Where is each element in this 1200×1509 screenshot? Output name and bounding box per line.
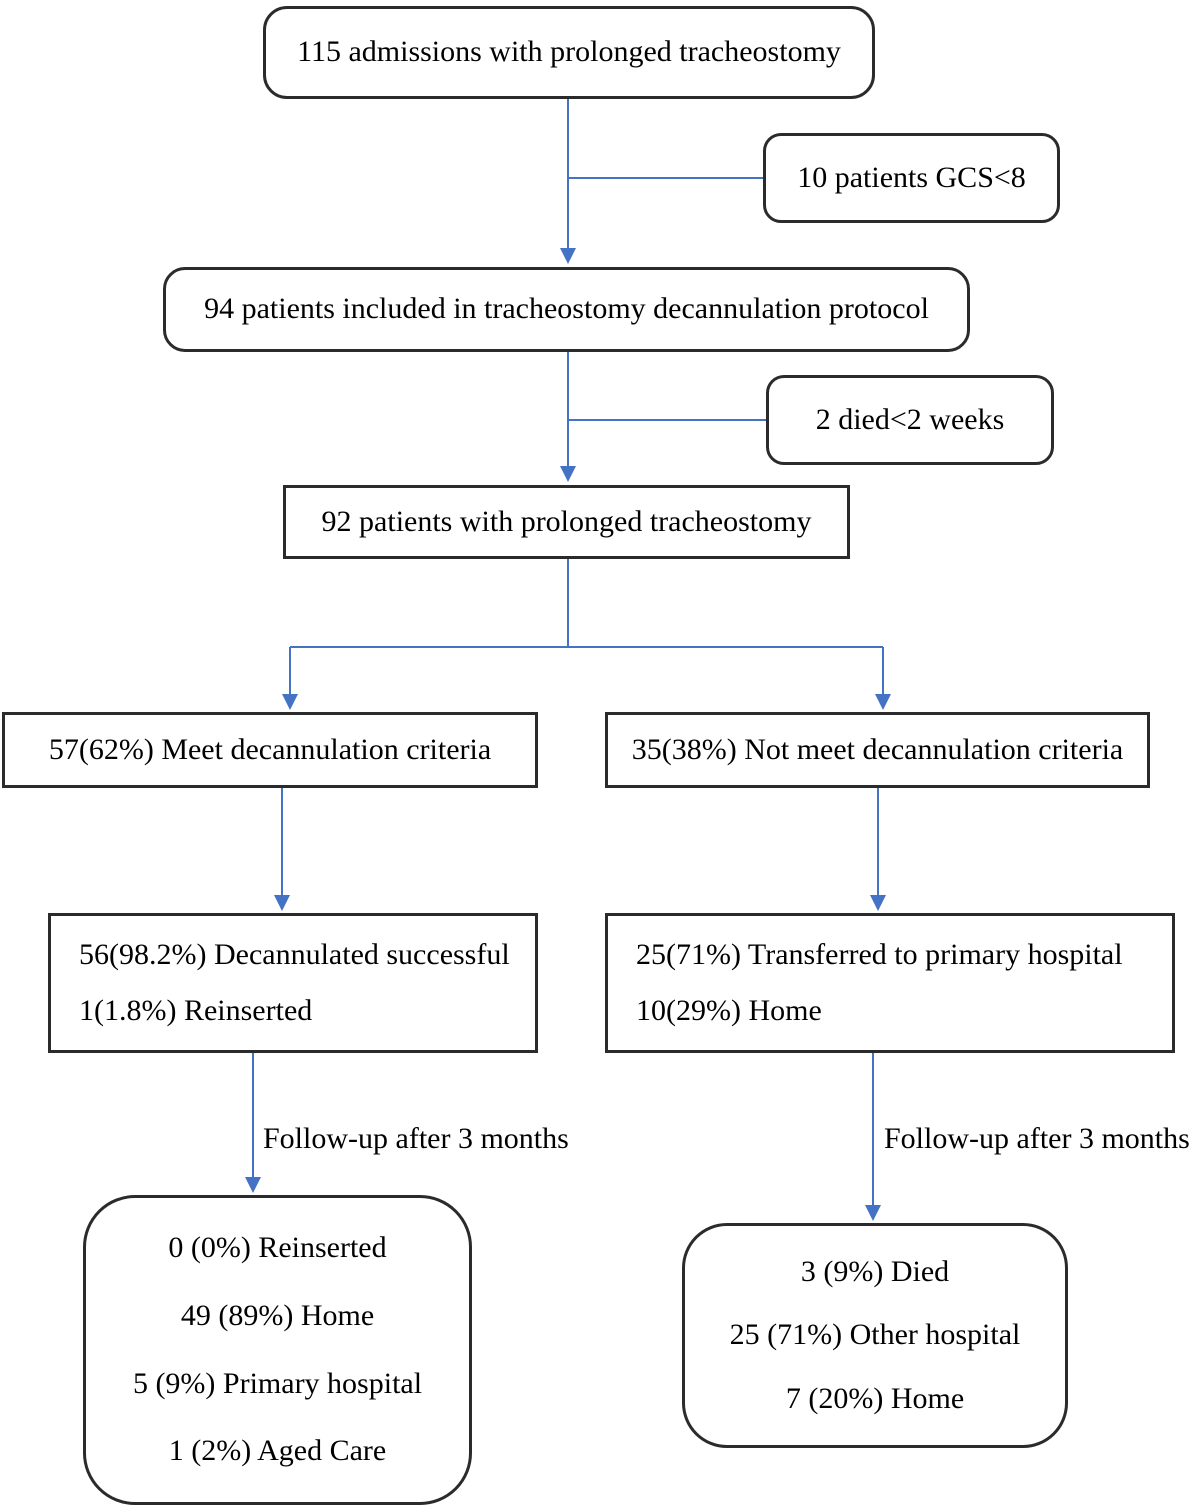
- node-decannulated: 56(98.2%) Decannulated successful 1(1.8%…: [48, 913, 538, 1053]
- node-followup-left-line-2: 49 (89%) Home: [180, 1298, 375, 1332]
- node-meet-criteria: 57(62%) Meet decannulation criteria: [2, 712, 538, 788]
- node-died-exclusion: 2 died<2 weeks: [766, 375, 1054, 465]
- node-followup-left-line-1: 0 (0%) Reinserted: [168, 1231, 387, 1265]
- node-followup-right-line-2: 25 (71%) Other hospital: [729, 1318, 1021, 1352]
- node-followup-right: 3 (9%) Died 25 (71%) Other hospital 7 (2…: [682, 1223, 1068, 1448]
- node-prolonged-text: 92 patients with prolonged tracheostomy: [321, 504, 812, 538]
- followup-label-right: Follow-up after 3 months: [884, 1122, 1190, 1155]
- node-gcs-exclusion: 10 patients GCS<8: [763, 133, 1060, 223]
- node-followup-left-line-4: 1 (2%) Aged Care: [168, 1434, 387, 1468]
- node-admissions-text: 115 admissions with prolonged tracheosto…: [297, 35, 841, 69]
- node-protocol: 94 patients included in tracheostomy dec…: [163, 267, 970, 352]
- node-gcs-exclusion-text: 10 patients GCS<8: [797, 160, 1026, 194]
- node-prolonged: 92 patients with prolonged tracheostomy: [283, 485, 850, 559]
- node-transferred-line-2: 10(29%) Home: [636, 993, 822, 1027]
- node-died-exclusion-text: 2 died<2 weeks: [815, 402, 1005, 436]
- node-meet-criteria-text: 57(62%) Meet decannulation criteria: [48, 732, 492, 766]
- node-transferred: 25(71%) Transferred to primary hospital …: [605, 913, 1175, 1053]
- node-protocol-text: 94 patients included in tracheostomy dec…: [204, 292, 929, 326]
- node-followup-right-line-3: 7 (20%) Home: [785, 1381, 965, 1415]
- node-followup-right-line-1: 3 (9%) Died: [800, 1254, 950, 1288]
- node-not-meet-criteria-text: 35(38%) Not meet decannulation criteria: [631, 732, 1124, 766]
- node-decannulated-line-2: 1(1.8%) Reinserted: [79, 993, 313, 1027]
- node-followup-left: 0 (0%) Reinserted 49 (89%) Home 5 (9%) P…: [83, 1195, 472, 1505]
- followup-label-left: Follow-up after 3 months: [263, 1122, 569, 1155]
- node-transferred-line-1: 25(71%) Transferred to primary hospital: [636, 937, 1123, 971]
- node-followup-left-line-3: 5 (9%) Primary hospital: [132, 1366, 423, 1400]
- node-decannulated-line-1: 56(98.2%) Decannulated successful: [79, 937, 510, 971]
- node-admissions: 115 admissions with prolonged tracheosto…: [263, 6, 875, 99]
- node-not-meet-criteria: 35(38%) Not meet decannulation criteria: [605, 712, 1150, 788]
